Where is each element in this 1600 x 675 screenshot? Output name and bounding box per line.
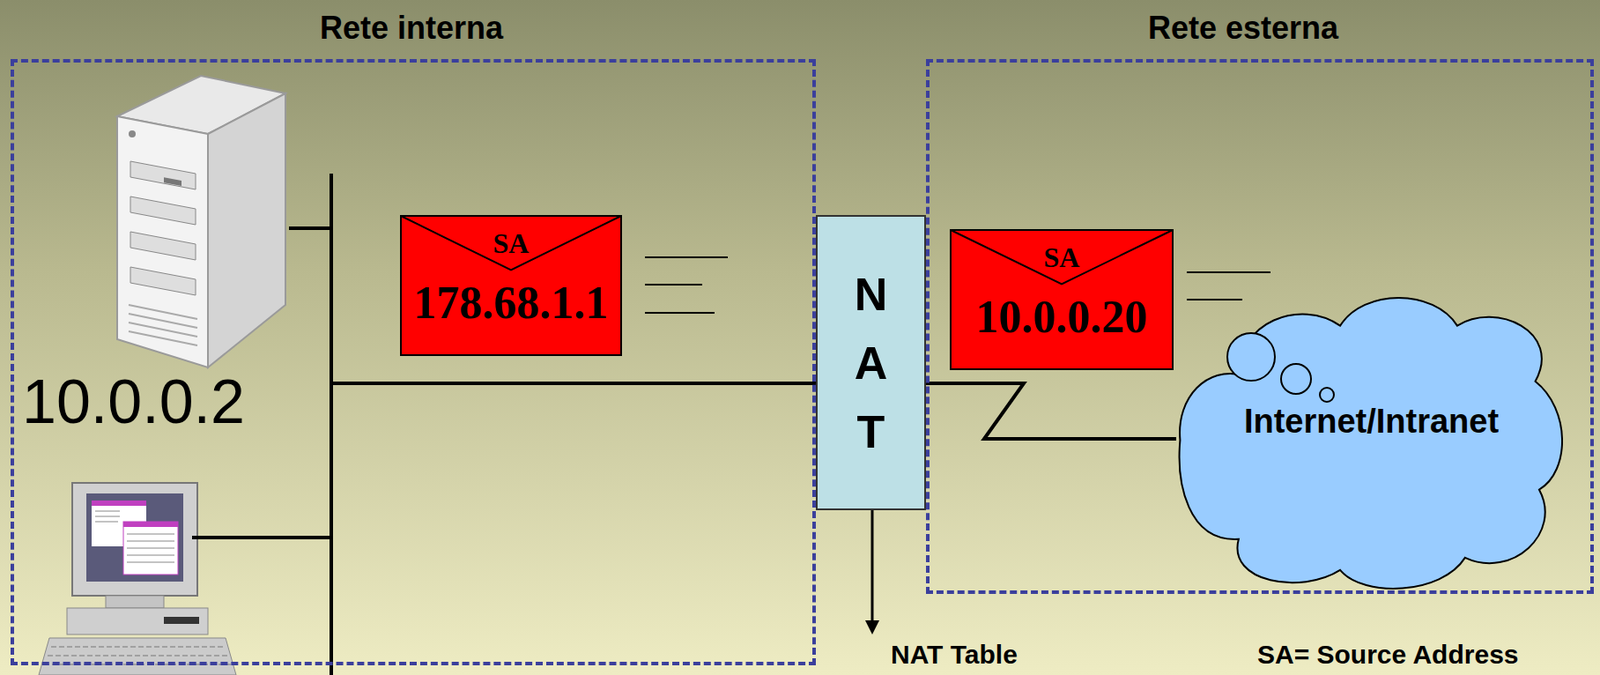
cloud-label: Internet/Intranet <box>1244 402 1499 441</box>
legend-note: SA= Source Address <box>1257 640 1519 669</box>
computer-icon <box>38 482 237 675</box>
envelope-body <box>400 215 622 356</box>
cloud-shape: Internet/Intranet <box>1176 285 1567 595</box>
envelope-body <box>950 229 1173 370</box>
bubble <box>1319 387 1334 402</box>
lan-wires <box>192 173 816 675</box>
source-address: 178.68.1.1 <box>414 276 609 329</box>
packet-envelope: SA 178.68.1.1 <box>400 214 623 356</box>
cloud-bubbles <box>1176 285 1567 595</box>
envelope-label: SA <box>493 227 530 260</box>
nat-table-arrow <box>865 510 880 635</box>
envelope-flap <box>400 215 622 270</box>
bubble <box>1281 363 1312 394</box>
nat-box: NAT <box>815 214 926 511</box>
source-address: 10.0.0.20 <box>976 290 1149 343</box>
network-region: Rete esternaSA10.0.0.20Internet/Intranet <box>925 59 1594 594</box>
envelope-label: SA <box>1044 241 1081 275</box>
region-heading: Rete esterna <box>1148 9 1339 47</box>
bubble <box>1227 333 1275 381</box>
table-label: NAT Table <box>890 640 1018 669</box>
server-icon <box>117 75 286 368</box>
vertical-label: NAT <box>848 259 895 467</box>
envelope-flap <box>950 229 1173 284</box>
packet-envelope: SA 10.0.0.20 <box>949 229 1174 371</box>
ip-address: 10.0.0.2 <box>22 370 245 436</box>
region-heading: Rete interna <box>319 9 504 47</box>
cloud-path <box>1179 297 1563 589</box>
connector-line <box>925 383 1177 439</box>
cloud-outline <box>1176 285 1567 595</box>
network-region: Rete internaSA178.68.1.1 <box>10 59 816 666</box>
